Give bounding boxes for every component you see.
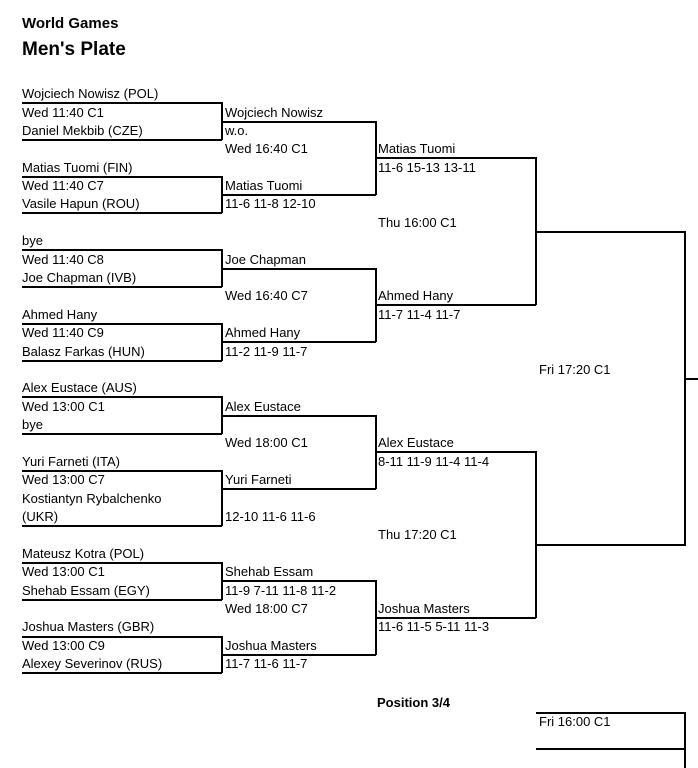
r2-m6-winner: Yuri Farneti: [225, 472, 292, 487]
r1-m7-player2: Shehab Essam (EGY): [22, 583, 150, 598]
r3-bottom-time: Thu 17:20 C1: [378, 527, 457, 542]
r2-m8-winner: Joshua Masters: [225, 638, 317, 653]
r2-m2-score: 11-6 11-8 12-10: [225, 196, 316, 211]
r1-m8-time: Wed 13:00 C9: [22, 638, 105, 653]
r3-m4-score: 11-6 11-5 5-11 11-3: [378, 619, 490, 634]
r2-m3-line: [222, 268, 376, 270]
semi-bottom-line: [536, 544, 686, 546]
r2-m3-winner: Joe Chapman: [225, 252, 306, 267]
final-winner-line: [686, 378, 698, 380]
r2-m4-score: 11-2 11-9 11-7: [225, 344, 308, 359]
r1-m5-top-line: [22, 396, 222, 398]
r1-m6-player2: Kostiantyn Rybalchenko: [22, 491, 162, 506]
r1-m5-bottom-line: [22, 433, 222, 435]
r1-m1-player2: Daniel Mekbib (CZE): [22, 123, 143, 138]
r1-m4-player2: Balasz Farkas (HUN): [22, 344, 145, 359]
r1-m2-player1: Matias Tuomi (FIN): [22, 160, 133, 175]
pos34-top-line: [536, 712, 686, 714]
r3-m2-winner: Ahmed Hany: [378, 288, 454, 303]
r1-m4-top-line: [22, 323, 222, 325]
r2-m2-winner: Matias Tuomi: [225, 178, 303, 193]
r1-m3-top-line: [22, 249, 222, 251]
r2-m7-line: [222, 580, 376, 582]
r1-m5-player1: Alex Eustace (AUS): [22, 380, 137, 395]
r1-m6-connector: [221, 470, 223, 526]
r2-m4-winner: Ahmed Hany: [225, 325, 301, 340]
r1-m7-player1: Mateusz Kotra (POL): [22, 546, 145, 561]
r1-m8-top-line: [22, 636, 222, 638]
r1-m3-player2: Joe Chapman (IVB): [22, 270, 137, 285]
r2-m5-winner: Alex Eustace: [225, 399, 301, 414]
r3-m3-line: [376, 451, 536, 453]
r1-m1-bottom-line: [22, 139, 222, 141]
r1-m6-time: Wed 13:00 C7: [22, 472, 105, 487]
r2-m6-line: [222, 488, 376, 490]
r3-m2-score: 11-7 11-4 11-7: [378, 307, 461, 322]
r1-m1-player1: Wojciech Nowisz (POL): [22, 86, 159, 101]
r3-m2-line: [376, 304, 536, 306]
r1-m8-player1: Joshua Masters (GBR): [22, 619, 155, 634]
r1-m8-player2: Alexey Severinov (RUS): [22, 656, 163, 671]
r2-m8-score: 11-7 11-6 11-7: [225, 656, 308, 671]
r2-m8-line: [222, 654, 376, 656]
r2-m1-winner: Wojciech Nowisz: [225, 105, 324, 120]
r3-m1-winner: Matias Tuomi: [378, 141, 456, 156]
r1-m7-top-line: [22, 562, 222, 564]
final-time: Fri 17:20 C1: [539, 362, 611, 377]
r1-m5-time: Wed 13:00 C1: [22, 399, 105, 414]
final-connector: [684, 231, 686, 545]
page-title: Men's Plate: [22, 39, 126, 60]
r1-m4-bottom-line: [22, 360, 222, 362]
r1-m2-player2: Vasile Hapun (ROU): [22, 196, 140, 211]
pos34-connector: [684, 712, 686, 768]
r1-m8-bottom-line: [22, 672, 222, 674]
r1-m5-player2: bye: [22, 417, 43, 432]
r3-m3-score: 8-11 11-9 11-4 11-4: [378, 454, 490, 469]
r1-m1-top-line: [22, 102, 222, 104]
r2-m1-time: Wed 16:40 C1: [225, 141, 308, 156]
r3-m1-score: 11-6 15-13 13-11: [378, 160, 476, 175]
r1-m6-player1: Yuri Farneti (ITA): [22, 454, 121, 469]
r1-m3-bottom-line: [22, 286, 222, 288]
r3-m4-line: [376, 617, 536, 619]
r2-m1-line: [222, 121, 376, 123]
r2-m7-winner: Shehab Essam: [225, 564, 314, 579]
r3-m3-winner: Alex Eustace: [378, 435, 454, 450]
r1-m4-time: Wed 11:40 C9: [22, 325, 104, 340]
r2-m1-score: w.o.: [225, 123, 249, 138]
pos34-time: Fri 16:00 C1: [539, 714, 611, 729]
r2-m4-line: [222, 341, 376, 343]
r1-m7-bottom-line: [22, 599, 222, 601]
r3-m1-line: [376, 157, 536, 159]
r3-bottom-connector: [535, 451, 537, 618]
r2-m7-time: Wed 18:00 C7: [225, 601, 308, 616]
r2-m3-time: Wed 16:40 C7: [225, 288, 308, 303]
r2-m7-score: 11-9 7-11 11-8 11-2: [225, 583, 337, 598]
r1-m2-top-line: [22, 176, 222, 178]
r2-m5-line: [222, 415, 376, 417]
pos34-bottom-line: [536, 748, 686, 750]
r2-m5-time: Wed 18:00 C1: [225, 435, 308, 450]
r1-m3-time: Wed 11:40 C8: [22, 252, 104, 267]
r1-m7-time: Wed 13:00 C1: [22, 564, 105, 579]
r1-m2-time: Wed 11:40 C7: [22, 178, 104, 193]
r1-m1-time: Wed 11:40 C1: [22, 105, 104, 120]
r1-m3-player1: bye: [22, 233, 43, 248]
semi-top-line: [536, 231, 686, 233]
r1-m4-player1: Ahmed Hany: [22, 307, 98, 322]
position-3-4-label: Position 3/4: [377, 695, 450, 710]
r1-m6-player2-country: (UKR): [22, 509, 59, 524]
r3-m4-winner: Joshua Masters: [378, 601, 470, 616]
r3-top-time: Thu 16:00 C1: [378, 215, 457, 230]
r1-m6-top-line: [22, 470, 222, 472]
r2-m2-line: [222, 194, 376, 196]
r2-m6-score: 12-10 11-6 11-6: [225, 509, 316, 524]
event-title: World Games: [22, 15, 119, 32]
r1-m6-bottom-line: [22, 525, 222, 527]
r1-m2-bottom-line: [22, 212, 222, 214]
